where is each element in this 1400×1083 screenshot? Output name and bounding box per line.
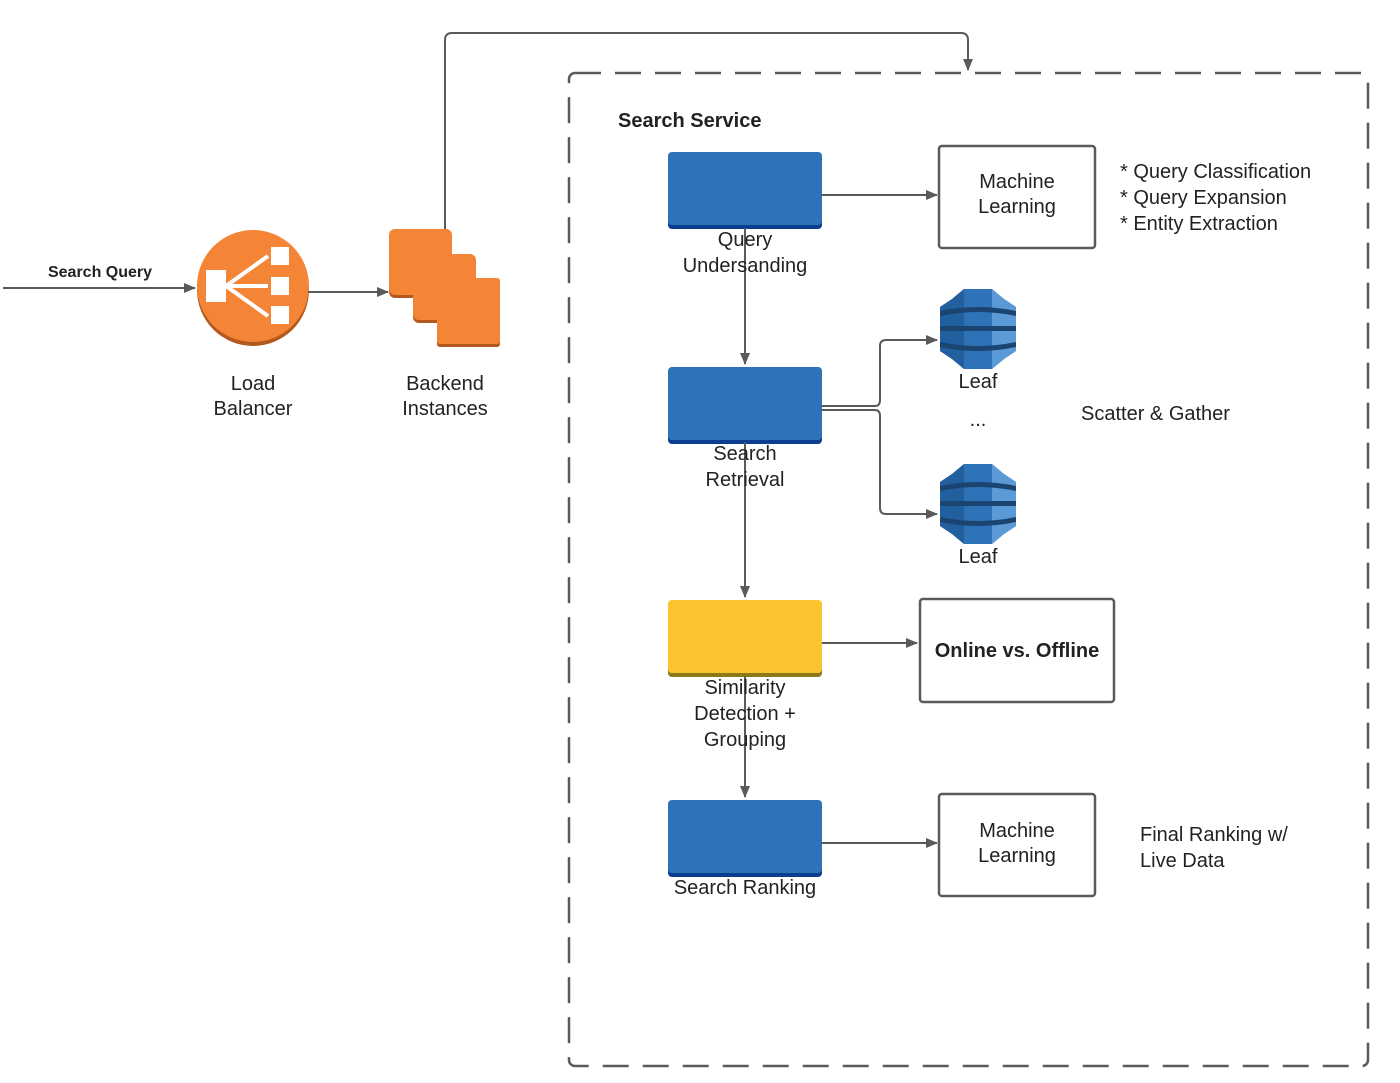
search-ranking-label: Search Ranking [674, 877, 816, 899]
search-retrieval-label: Search [713, 443, 776, 465]
load-balancer-label: Balancer [214, 398, 293, 420]
scatter-arrow-bottom [822, 409, 938, 519]
instances-icon [389, 229, 500, 347]
search-retrieval-box [668, 367, 822, 440]
load-balancer-icon [197, 230, 309, 346]
ml-note: * Query Expansion [1120, 187, 1287, 209]
leaf-ellipsis: ... [970, 409, 987, 431]
ranking-note: Final Ranking w/ [1140, 824, 1288, 846]
similarity-label: Grouping [704, 729, 786, 751]
leaf-label: Leaf [959, 371, 998, 393]
load-balancer-label: Load [231, 373, 276, 395]
query-understanding-label: Query [718, 229, 772, 251]
scatter-gather-note: Scatter & Gather [1081, 403, 1230, 425]
similarity-label: Detection + [694, 703, 796, 725]
similarity-label: Similarity [704, 677, 785, 699]
ml-box-top [937, 144, 1097, 250]
search-retrieval-label: Retrieval [706, 469, 785, 491]
backend-label: Backend [406, 373, 484, 395]
online-offline-label: Online vs. Offline [935, 640, 1099, 662]
ml-bottom-label: Learning [978, 845, 1056, 867]
search-service-boundary [567, 71, 1370, 1068]
query-understanding-label: Undersanding [683, 255, 808, 277]
search-query-label: Search Query [48, 264, 152, 281]
search-service-title: Search Service [618, 110, 761, 132]
backend-label: Instances [402, 398, 488, 420]
ml-top-label: Machine [979, 171, 1055, 193]
database-icon [940, 289, 1016, 369]
ml-top-label: Learning [978, 196, 1056, 218]
query-understanding-box [668, 152, 822, 225]
online-offline-box [918, 597, 1116, 704]
ml-bottom-label: Machine [979, 820, 1055, 842]
database-icon [940, 464, 1016, 544]
leaf-label: Leaf [959, 546, 998, 568]
backend-to-service-arrow [444, 32, 973, 229]
search-ranking-box [668, 800, 822, 873]
ml-box-bottom [937, 792, 1097, 898]
ml-note: * Entity Extraction [1120, 213, 1278, 235]
scatter-arrow-top [822, 335, 938, 407]
ranking-note: Live Data [1140, 850, 1225, 872]
ml-note: * Query Classification [1120, 161, 1311, 183]
similarity-box [668, 600, 822, 673]
